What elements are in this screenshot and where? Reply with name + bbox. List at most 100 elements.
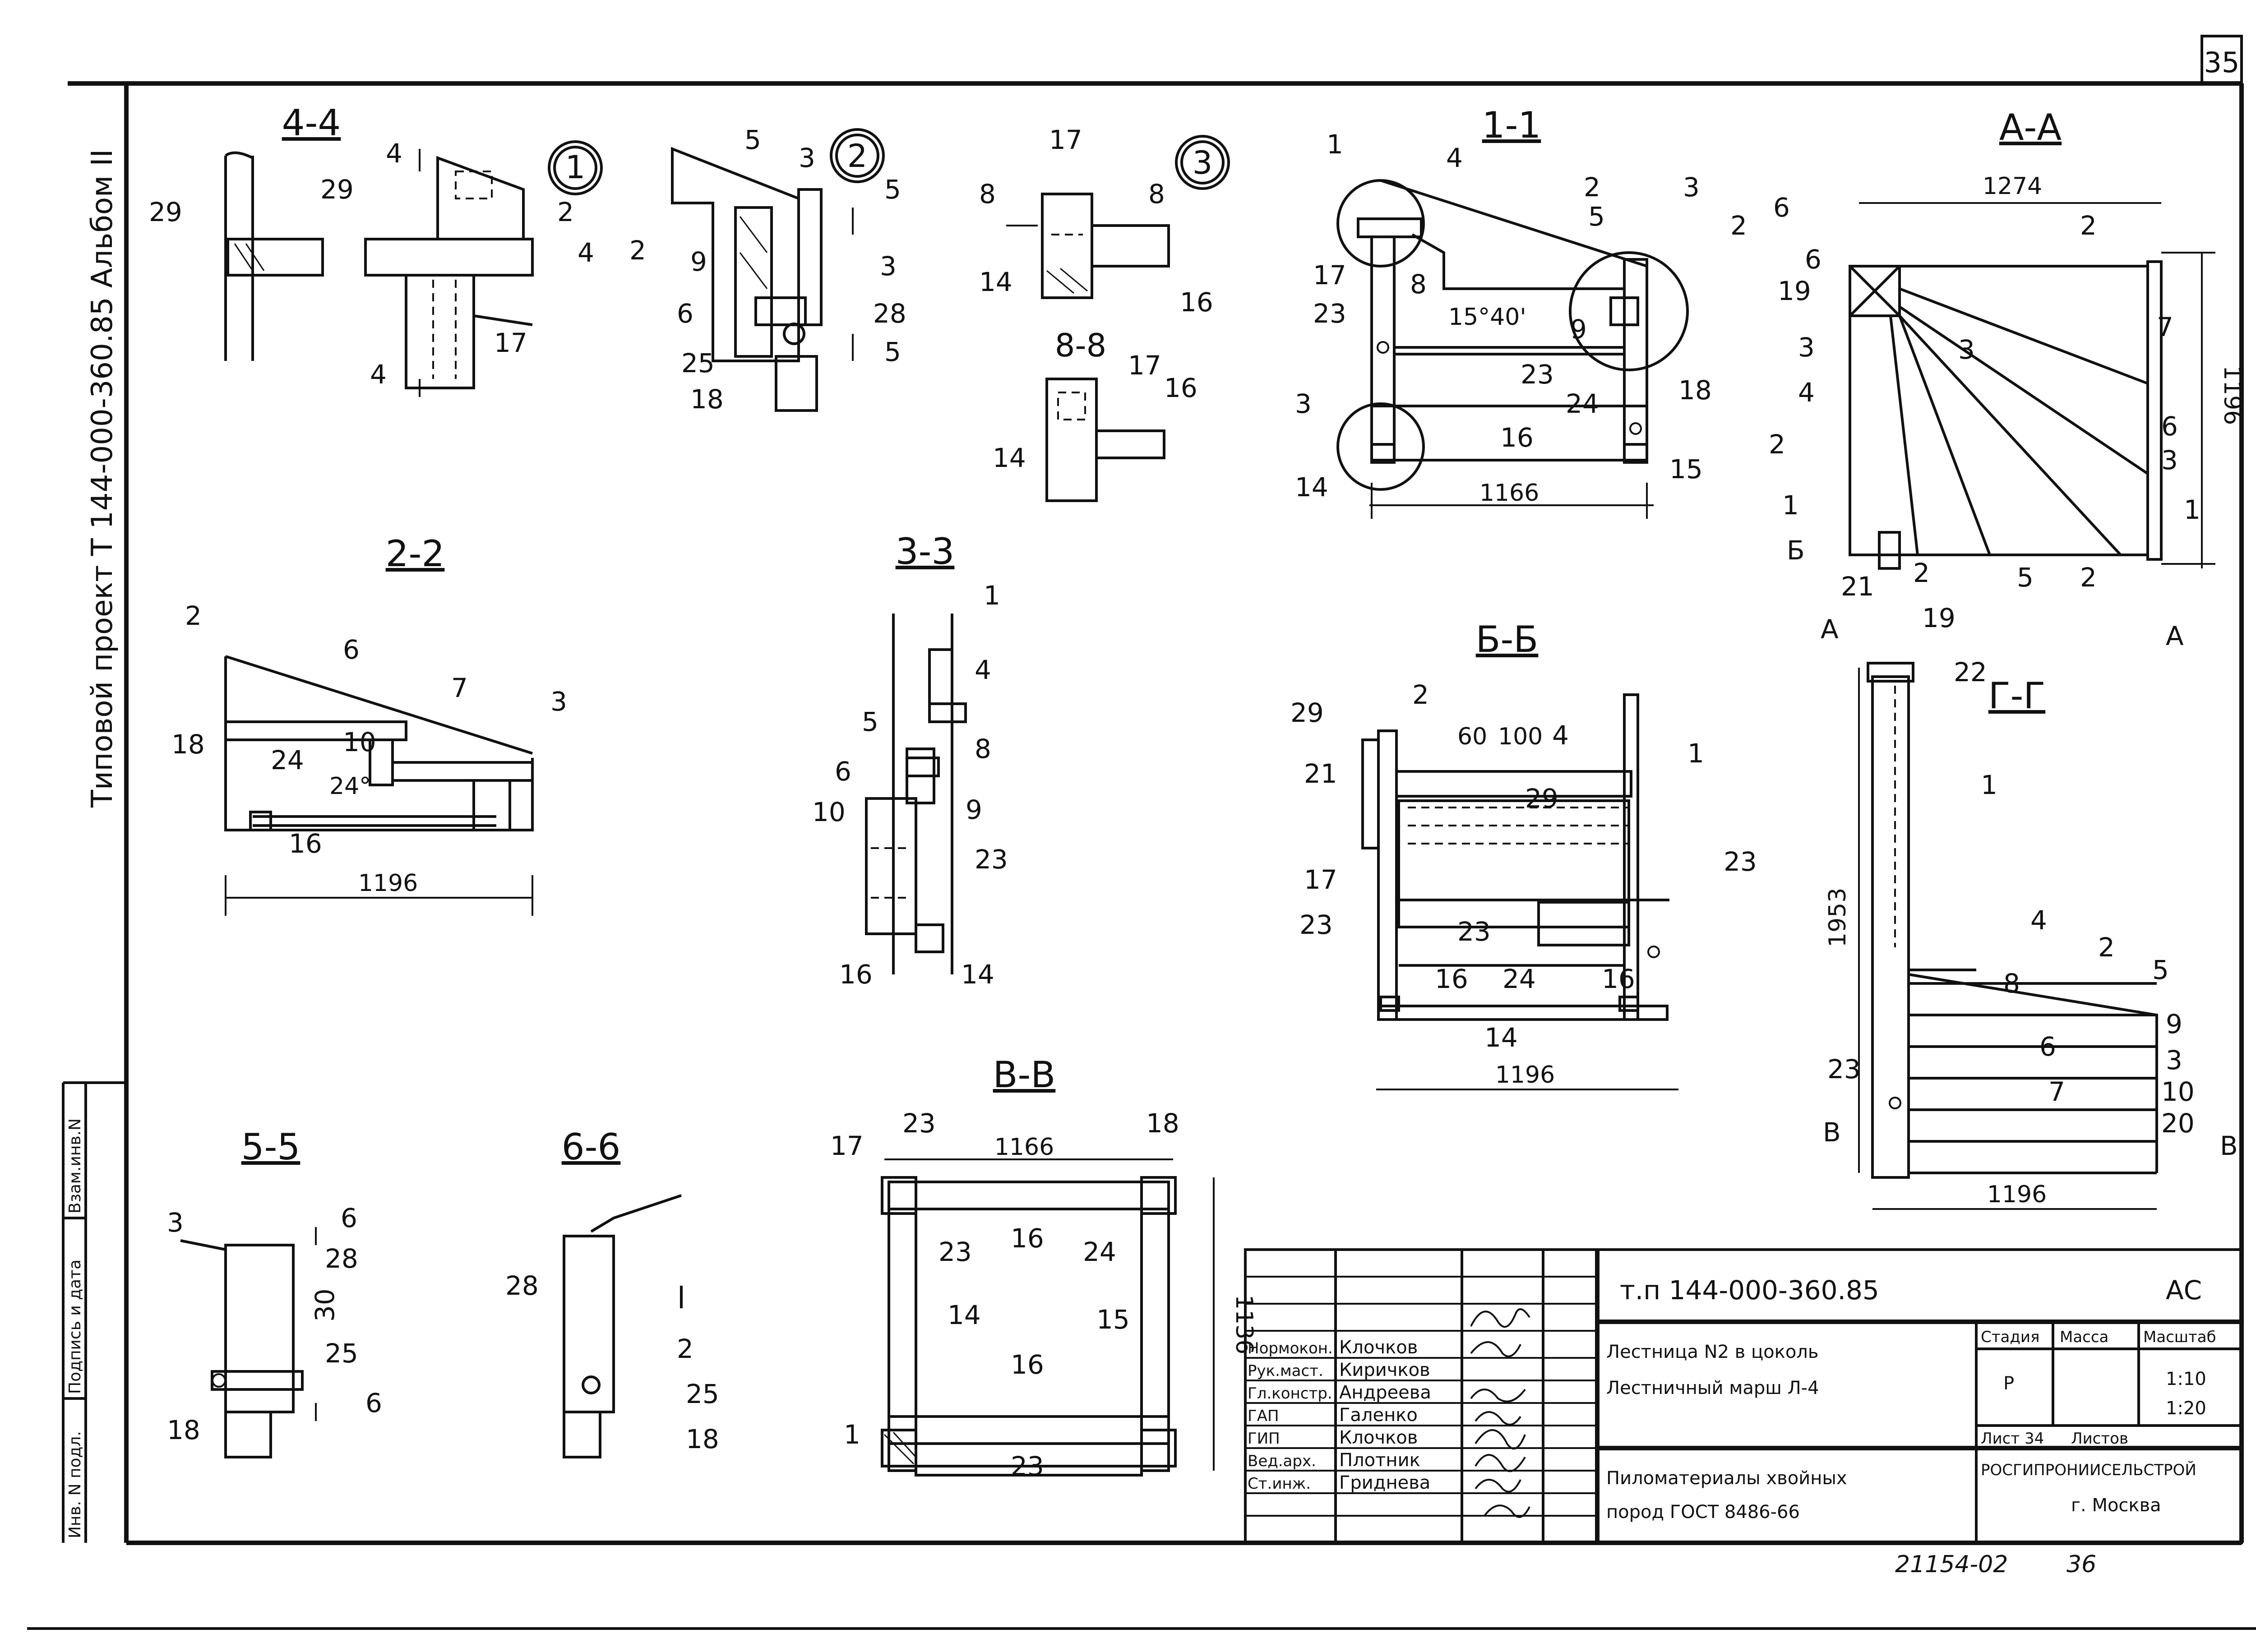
tb-name: Клочков: [1339, 1337, 1418, 1358]
side-stamp-label-3: Взам.инв.N: [66, 1118, 84, 1214]
view-a-a-mark: Б: [1787, 535, 1805, 566]
view-5-5-mark: 3: [167, 1207, 184, 1238]
view-1-1-mark: 9: [1570, 314, 1587, 345]
view-a-a-mark: 1: [1782, 490, 1799, 521]
view-b-b-dim: 100: [1498, 723, 1543, 750]
title-block: [1244, 1248, 2243, 1544]
view-b-b-mark: 29: [1290, 697, 1324, 728]
node-2-mark: 5: [884, 337, 901, 367]
tb-role: Вед.арх.: [1248, 1452, 1316, 1470]
view-b-b-mark: 24: [1502, 964, 1536, 994]
view-g-g-mark: 5: [2152, 955, 2169, 985]
view-5-5-mark: 6: [365, 1388, 382, 1418]
tb-title-line2: Лестничный марш Л-4: [1606, 1378, 1819, 1398]
view-v-v-mark: 14: [948, 1300, 981, 1330]
tb-stage: Р: [2003, 1373, 2014, 1394]
view-6-6-mark: 28: [505, 1270, 539, 1301]
view-5-5-mark: 6: [341, 1203, 357, 1233]
tb-section: АС: [2166, 1275, 2202, 1306]
view-g-g-mark: 10: [2161, 1076, 2195, 1107]
tb-name: Гриднева: [1339, 1472, 1430, 1493]
view-g-g-mark: В: [1823, 1117, 1841, 1148]
view-v-v-mark: 16: [1011, 1349, 1044, 1380]
tb-col-mass: Масса: [2060, 1328, 2108, 1346]
view-a-a-dim: 1196: [2219, 365, 2246, 425]
view-b-b: [1361, 693, 1678, 1090]
view-g-g-mark: 22: [1954, 657, 1987, 688]
tb-org-2: г. Москва: [2071, 1495, 2161, 1516]
tb-role: Ст.инж.: [1248, 1475, 1311, 1493]
view-8-8-mark: 17: [1128, 350, 1161, 381]
view-5-5-mark: 30: [310, 1288, 340, 1322]
view-g-g-mark: 8: [2003, 968, 2020, 999]
view-4-4-mark: 29: [149, 197, 182, 227]
view-b-b-mark: 21: [1304, 758, 1337, 789]
node-3-mark: 8: [979, 179, 996, 209]
tb-org-1: РОСГИПРОНИИСЕЛЬСТРОЙ: [1981, 1461, 2196, 1479]
node-3-mark: 17: [1049, 125, 1082, 155]
view-5-5-mark: 28: [325, 1243, 358, 1274]
view-b-b-mark: 23: [1299, 909, 1333, 940]
view-1-1-mark: 23: [1313, 298, 1346, 329]
view-a-a-mark: 21: [1841, 571, 1874, 602]
view-3-3-mark: 10: [812, 797, 846, 827]
view-b-b-mark: 4: [1552, 720, 1569, 751]
tb-scale-1: 1:10: [2166, 1369, 2206, 1389]
view-b-b-mark: 16: [1602, 964, 1635, 994]
view-a-a: [1849, 202, 2215, 570]
view-8-8-mark: 16: [1164, 373, 1197, 403]
view-g-g-title: Г-Г: [1988, 675, 2045, 717]
side-stamp-label-1: Инв. N подл.: [66, 1431, 84, 1538]
side-label: Типовой проект Т 144-000-360.85 Альбом I…: [86, 149, 119, 808]
view-1-1-dim: 1166: [1479, 480, 1539, 507]
node-2-mark: 5: [884, 174, 901, 205]
view-b-b-mark: 14: [1484, 1022, 1518, 1053]
node-1-title: 1: [565, 149, 586, 186]
view-g-g-mark: 23: [1827, 1054, 1861, 1084]
view-a-a-mark: 6: [1805, 244, 1821, 275]
tb-name: Галенко: [1339, 1405, 1418, 1426]
view-a-a-mark: 2: [2080, 210, 2097, 241]
view-g-g-mark: 4: [2030, 905, 2047, 936]
view-v-v-mark: 23: [1011, 1451, 1044, 1481]
view-4-4-title: 4-4: [282, 102, 341, 144]
node-2-mark: 6: [677, 298, 693, 329]
view-6-6-mark: 18: [686, 1424, 719, 1454]
view-1-1-mark: 4: [1446, 143, 1463, 173]
view-1-1-mark: 3: [1683, 172, 1700, 203]
view-5-5: [180, 1227, 317, 1458]
view-5-5-mark: 18: [167, 1415, 200, 1445]
view-a-a-mark: 5: [2017, 562, 2034, 593]
view-6-6: [563, 1194, 683, 1458]
node-1: [548, 140, 603, 195]
view-2-2-title: 2-2: [386, 533, 445, 575]
tb-title-line1: Лестница N2 в цоколь: [1606, 1342, 1818, 1362]
node-2-mark: 18: [690, 384, 724, 415]
tb-role: ГАП: [1248, 1407, 1279, 1425]
tb-material-line1: Пиломатериалы хвойных: [1606, 1468, 1847, 1489]
view-b-b-mark: 23: [1724, 846, 1757, 877]
node-2-mark: 25: [681, 348, 715, 378]
view-g-g-mark: 9: [2166, 1009, 2182, 1039]
view-b-b-mark: 17: [1304, 864, 1337, 895]
node-3-title: 3: [1193, 144, 1213, 181]
view-a-a-mark: А: [1821, 614, 1839, 645]
view-4-4-mark: 17: [494, 328, 527, 358]
view-1-1-mark: 1: [1327, 129, 1343, 160]
view-2-2-mark: 10: [343, 727, 376, 757]
view-a-a-mark: А: [2166, 621, 2184, 651]
view-1-1-mark: 2: [1584, 172, 1600, 203]
view-2-2-mark: 7: [451, 673, 468, 703]
view-3-3-mark: 5: [862, 706, 878, 737]
view-2-2-mark: 2: [185, 600, 202, 631]
tb-name: Андреева: [1339, 1382, 1431, 1403]
view-3-3-mark: 8: [975, 734, 991, 764]
view-v-v-title: В-В: [993, 1054, 1056, 1096]
view-2-2: [224, 655, 534, 916]
node-3-mark: 8: [1148, 179, 1165, 209]
view-4-4-mark: 4: [578, 237, 594, 268]
view-a-a-mark: 2: [1769, 429, 1785, 460]
view-2-2-mark: 6: [343, 634, 360, 665]
view-1-1-title: 1-1: [1482, 104, 1541, 146]
tb-col-stage: Стадия: [1981, 1328, 2039, 1346]
